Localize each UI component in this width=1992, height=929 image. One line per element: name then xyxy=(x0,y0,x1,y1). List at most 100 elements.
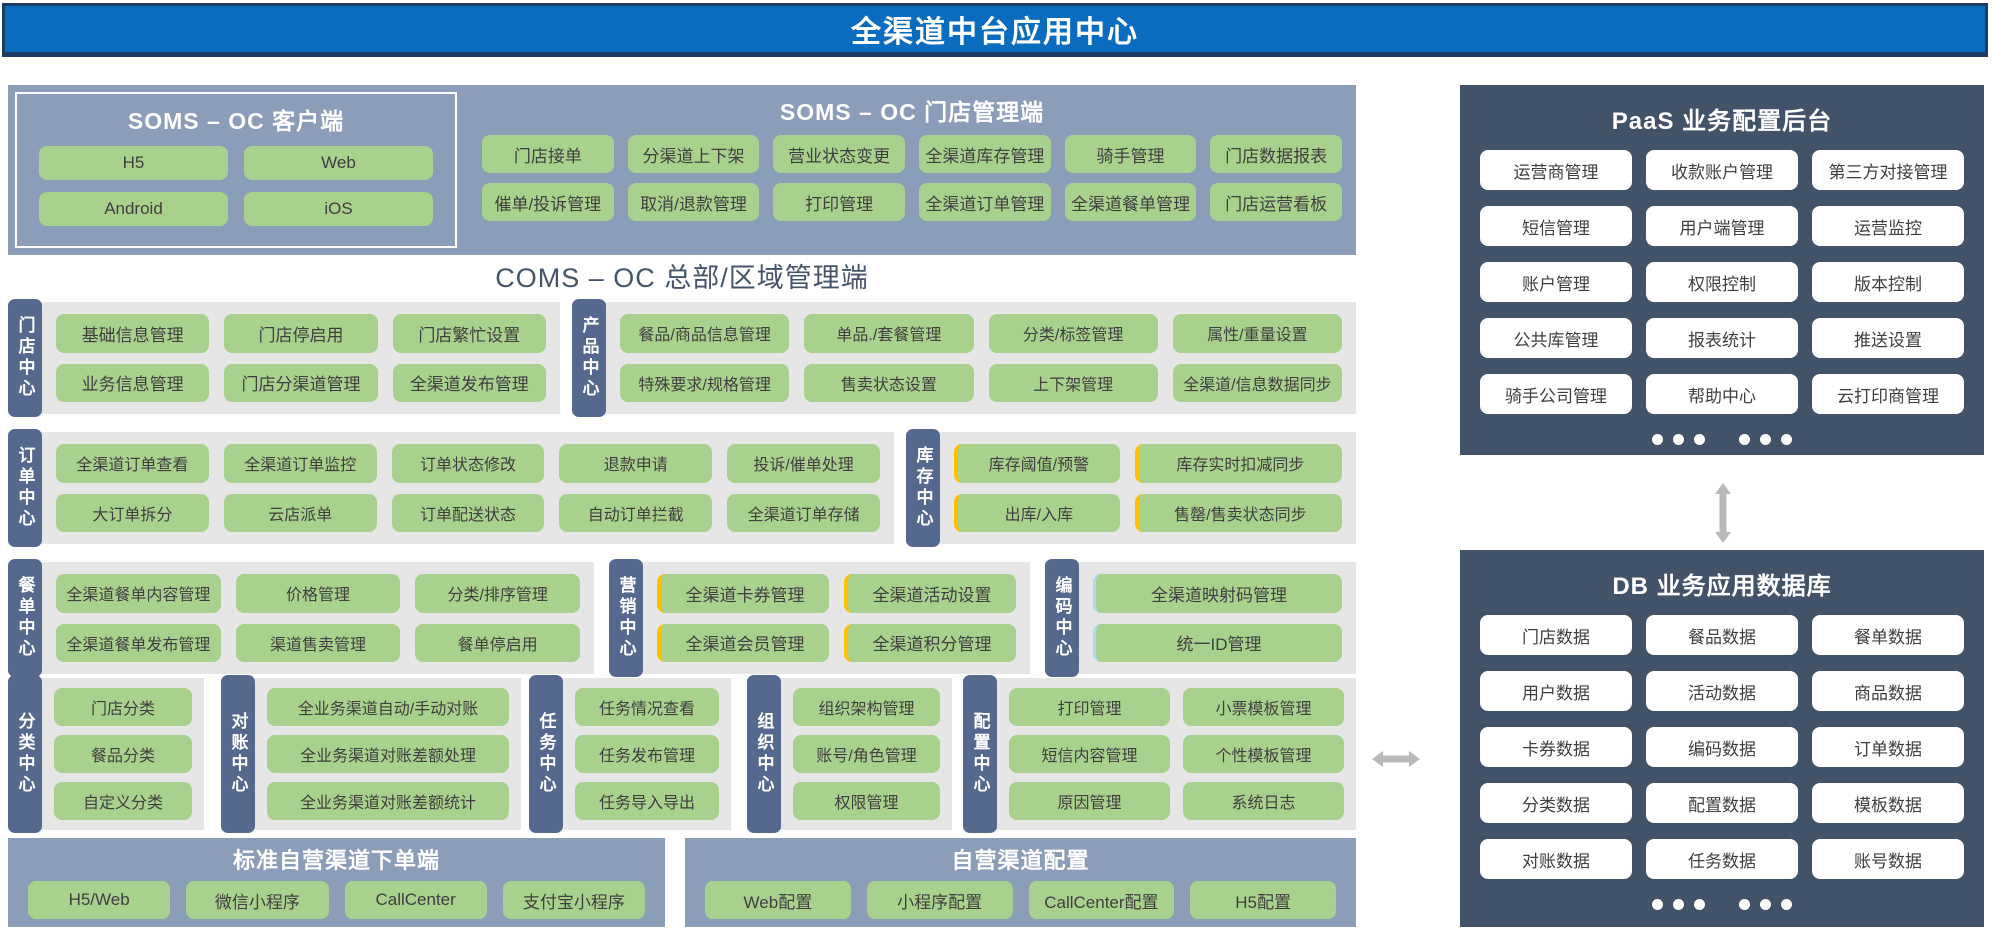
db-button[interactable]: 配置数据 xyxy=(1646,783,1798,823)
center-button[interactable]: 全渠道卡券管理 xyxy=(657,574,829,613)
center-button[interactable]: 短信内容管理 xyxy=(1009,735,1170,773)
center-button[interactable]: 全渠道发布管理 xyxy=(392,363,546,402)
center-button[interactable]: 基础信息管理 xyxy=(56,314,210,353)
center-button[interactable]: 门店分类 xyxy=(54,688,192,726)
center-button[interactable]: 全业务渠道对账差额处理 xyxy=(267,735,509,773)
paas-button[interactable]: 短信管理 xyxy=(1480,206,1632,246)
center-button[interactable]: 系统日志 xyxy=(1183,782,1344,820)
client-platform-button[interactable]: Android xyxy=(39,192,228,226)
center-button[interactable]: 大订单拆分 xyxy=(56,493,209,532)
store-mgmt-button[interactable]: 分渠道上下架 xyxy=(627,135,760,173)
db-button[interactable]: 餐品数据 xyxy=(1646,615,1798,655)
db-button[interactable]: 用户数据 xyxy=(1480,671,1632,711)
paas-button[interactable]: 收款账户管理 xyxy=(1646,150,1798,190)
center-button[interactable]: 订单状态修改 xyxy=(391,444,545,483)
center-button[interactable]: 投诉/催单处理 xyxy=(727,444,880,483)
store-mgmt-button[interactable]: 打印管理 xyxy=(773,183,905,221)
center-button[interactable]: 门店分渠道管理 xyxy=(224,363,378,402)
store-mgmt-button[interactable]: 催单/投诉管理 xyxy=(482,183,614,221)
center-button[interactable]: 组织架构管理 xyxy=(793,688,940,726)
center-button[interactable]: 餐品/商品信息管理 xyxy=(620,314,790,353)
center-button[interactable]: 上下架管理 xyxy=(988,363,1158,402)
paas-button[interactable]: 云打印商管理 xyxy=(1812,374,1964,414)
center-button[interactable]: 全渠道订单查看 xyxy=(56,444,209,483)
db-button[interactable]: 餐单数据 xyxy=(1812,615,1964,655)
channel-button[interactable]: H5/Web xyxy=(28,881,171,919)
center-button[interactable]: 账号/角色管理 xyxy=(793,735,940,773)
store-mgmt-button[interactable]: 骑手管理 xyxy=(1064,135,1197,173)
paas-button[interactable]: 运营商管理 xyxy=(1480,150,1632,190)
center-button[interactable]: 全业务渠道对账差额统计 xyxy=(267,782,509,820)
center-button[interactable]: 全渠道餐单内容管理 xyxy=(56,574,221,613)
store-mgmt-button[interactable]: 取消/退款管理 xyxy=(627,183,760,221)
store-mgmt-button[interactable]: 全渠道库存管理 xyxy=(919,135,1051,173)
center-button[interactable]: 全业务渠道自动/手动对账 xyxy=(267,688,509,726)
center-button[interactable]: 售卖状态设置 xyxy=(804,363,974,402)
center-button[interactable]: 特殊要求/规格管理 xyxy=(620,363,790,402)
center-button[interactable]: 退款申请 xyxy=(559,444,713,483)
db-button[interactable]: 任务数据 xyxy=(1646,839,1798,879)
center-button[interactable]: 单品./套餐管理 xyxy=(804,314,974,353)
paas-button[interactable]: 第三方对接管理 xyxy=(1812,150,1964,190)
center-button[interactable]: 全渠道映射码管理 xyxy=(1093,574,1342,613)
center-button[interactable]: 小票模板管理 xyxy=(1183,688,1344,726)
center-button[interactable]: 订单配送状态 xyxy=(391,493,545,532)
channel-config-button[interactable]: 小程序配置 xyxy=(866,881,1013,919)
paas-button[interactable]: 报表统计 xyxy=(1646,318,1798,358)
channel-config-button[interactable]: CallCenter配置 xyxy=(1028,881,1175,919)
paas-button[interactable]: 帮助中心 xyxy=(1646,374,1798,414)
center-button[interactable]: 自定义分类 xyxy=(54,782,192,820)
center-button[interactable]: 库存阈值/预警 xyxy=(954,444,1120,483)
center-button[interactable]: 全渠道活动设置 xyxy=(844,574,1016,613)
client-platform-button[interactable]: H5 xyxy=(39,146,228,180)
center-button[interactable]: 渠道售卖管理 xyxy=(235,623,401,662)
store-mgmt-button[interactable]: 门店数据报表 xyxy=(1210,135,1342,173)
center-button[interactable]: 业务信息管理 xyxy=(56,363,210,402)
client-platform-button[interactable]: Web xyxy=(244,146,433,180)
center-button[interactable]: 个性模板管理 xyxy=(1183,735,1344,773)
channel-config-button[interactable]: Web配置 xyxy=(705,881,851,919)
store-mgmt-button[interactable]: 全渠道订单管理 xyxy=(919,183,1051,221)
paas-button[interactable]: 用户端管理 xyxy=(1646,206,1798,246)
paas-button[interactable]: 权限控制 xyxy=(1646,262,1798,302)
center-button[interactable]: 门店停启用 xyxy=(224,314,378,353)
paas-button[interactable]: 骑手公司管理 xyxy=(1480,374,1632,414)
db-button[interactable]: 商品数据 xyxy=(1812,671,1964,711)
center-button[interactable]: 价格管理 xyxy=(235,574,401,613)
center-button[interactable]: 全渠道积分管理 xyxy=(844,623,1016,662)
center-button[interactable]: 餐单停启用 xyxy=(415,623,580,662)
db-button[interactable]: 分类数据 xyxy=(1480,783,1632,823)
center-button[interactable]: 库存实时扣减同步 xyxy=(1134,444,1342,483)
db-button[interactable]: 门店数据 xyxy=(1480,615,1632,655)
center-button[interactable]: 任务情况查看 xyxy=(575,688,719,726)
center-button[interactable]: 统一ID管理 xyxy=(1093,623,1342,662)
center-button[interactable]: 出库/入库 xyxy=(954,493,1120,532)
center-button[interactable]: 原因管理 xyxy=(1009,782,1170,820)
db-button[interactable]: 订单数据 xyxy=(1812,727,1964,767)
store-mgmt-button[interactable]: 营业状态变更 xyxy=(773,135,905,173)
center-button[interactable]: 餐品分类 xyxy=(54,735,192,773)
center-button[interactable]: 属性/重量设置 xyxy=(1172,314,1342,353)
center-button[interactable]: 分类/排序管理 xyxy=(415,574,580,613)
center-button[interactable]: 分类/标签管理 xyxy=(988,314,1158,353)
db-button[interactable]: 模板数据 xyxy=(1812,783,1964,823)
center-button[interactable]: 全渠道订单存储 xyxy=(727,493,880,532)
paas-button[interactable]: 账户管理 xyxy=(1480,262,1632,302)
db-button[interactable]: 账号数据 xyxy=(1812,839,1964,879)
paas-button[interactable]: 公共库管理 xyxy=(1480,318,1632,358)
client-platform-button[interactable]: iOS xyxy=(244,192,433,226)
db-button[interactable]: 对账数据 xyxy=(1480,839,1632,879)
channel-button[interactable]: CallCenter xyxy=(344,881,487,919)
store-mgmt-button[interactable]: 门店运营看板 xyxy=(1210,183,1342,221)
center-button[interactable]: 任务导入导出 xyxy=(575,782,719,820)
center-button[interactable]: 云店派单 xyxy=(223,493,377,532)
center-button[interactable]: 全渠道/信息数据同步 xyxy=(1172,363,1342,402)
paas-button[interactable]: 运营监控 xyxy=(1812,206,1964,246)
store-mgmt-button[interactable]: 全渠道餐单管理 xyxy=(1064,183,1197,221)
db-button[interactable]: 卡券数据 xyxy=(1480,727,1632,767)
channel-config-button[interactable]: H5配置 xyxy=(1190,881,1336,919)
paas-button[interactable]: 推送设置 xyxy=(1812,318,1964,358)
center-button[interactable]: 打印管理 xyxy=(1009,688,1170,726)
db-button[interactable]: 编码数据 xyxy=(1646,727,1798,767)
db-button[interactable]: 活动数据 xyxy=(1646,671,1798,711)
